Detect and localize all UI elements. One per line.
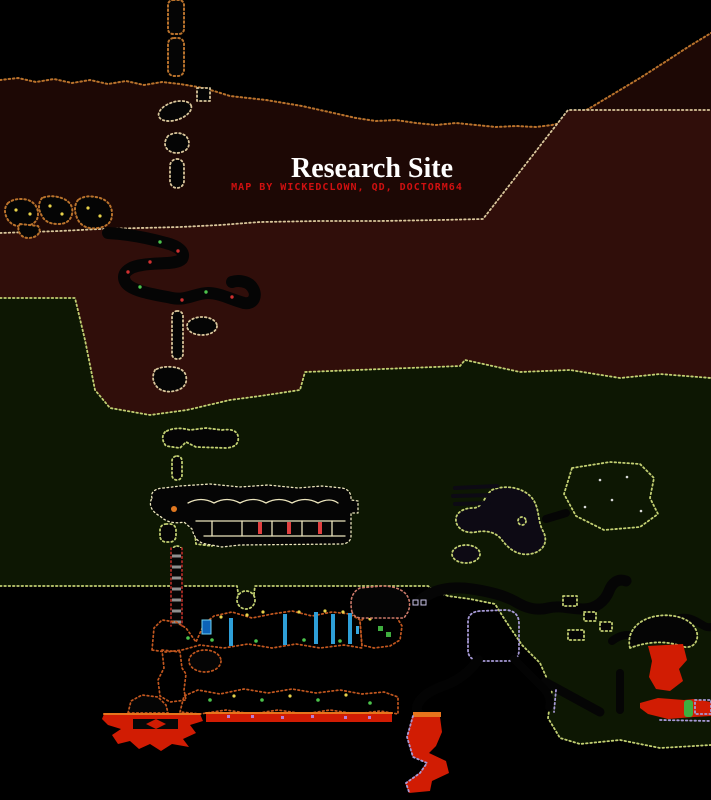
door-markers [258, 522, 322, 534]
lava-column [405, 717, 449, 793]
room-dividers [211, 520, 333, 537]
vegetation-top-outline [0, 297, 711, 416]
lab-corridor [149, 483, 359, 548]
base-island [359, 611, 403, 649]
base-strip-upper [151, 610, 363, 653]
lava-features [102, 694, 449, 793]
map-credits: MAP BY WICKEDCLOWN, QD, DOCTORM64 [231, 182, 463, 193]
item-orange [171, 506, 177, 512]
cave-cluster-left [4, 195, 113, 239]
base-yellow-dots [219, 609, 345, 619]
water-channels [411, 599, 557, 721]
star-dots [583, 475, 643, 513]
surface-shaft-caves [157, 0, 211, 189]
base-green-dots [186, 636, 342, 643]
cave-dragon [451, 484, 570, 564]
lava-band-dots [227, 715, 371, 719]
creature-dots [126, 240, 234, 302]
blue-door [201, 619, 212, 635]
map-title: Research Site [291, 153, 453, 184]
blue-pillars [229, 612, 352, 646]
water-blob [467, 609, 520, 662]
base-structures [151, 585, 411, 715]
right-landmass [628, 614, 711, 722]
maze-notches [562, 595, 613, 641]
lava-pocket-upper [648, 644, 687, 691]
cave-snake [102, 227, 261, 310]
lava-pocket-lower [640, 698, 711, 719]
base-oval-cave [188, 649, 222, 673]
item-dots [14, 204, 102, 218]
cave-hat-right [628, 614, 699, 649]
star-room [563, 461, 659, 531]
corridor-ceiling [187, 498, 339, 504]
lava-band [206, 713, 392, 722]
blue-tick [356, 626, 359, 634]
lava-column-cap [413, 712, 441, 717]
notch-bulb [236, 590, 256, 610]
ruin-blob [350, 585, 411, 619]
soil-boundary-outline [0, 109, 711, 234]
deep-soil-caves [152, 310, 218, 393]
green-blob [684, 700, 693, 717]
base-column [157, 649, 187, 703]
surface-outline [0, 32, 711, 128]
ladder-shaft [170, 547, 183, 627]
